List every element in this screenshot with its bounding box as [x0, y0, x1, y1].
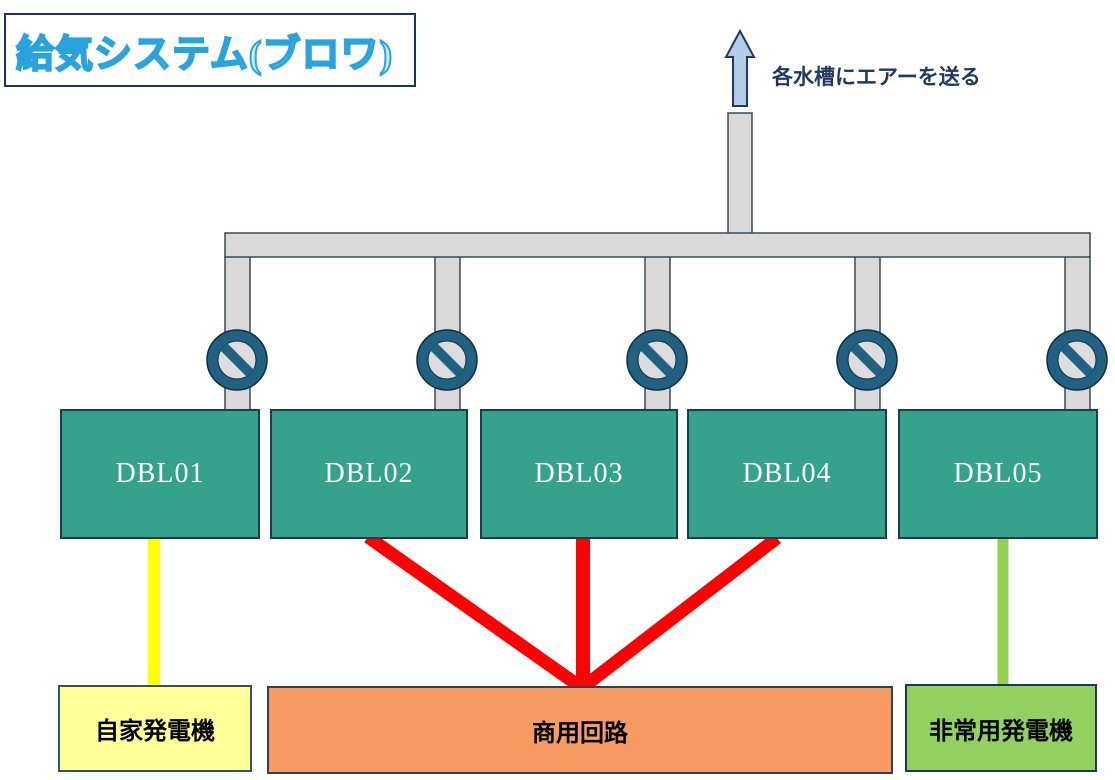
private-generator-box: 自家発電機	[58, 685, 252, 772]
private-generator-label: 自家発電機	[95, 718, 215, 745]
valve-closed-icon-3	[626, 329, 688, 391]
blower-box-dbl02: DBL02	[270, 409, 468, 539]
emergency-generator-box: 非常用発電機	[905, 684, 1097, 772]
power-line-dbl04-commercial	[578, 532, 781, 694]
valve-closed-icon-4	[836, 329, 898, 391]
blower-box-dbl04: DBL04	[687, 409, 887, 539]
feeder-pipe	[727, 112, 753, 236]
blower-box-dbl05: DBL05	[898, 409, 1098, 539]
diagram-title-box: 給気システム(ブロワ)	[4, 13, 416, 87]
manifold-pipe	[224, 232, 1091, 258]
air-flow-note: 各水槽にエアーを送る	[772, 65, 981, 89]
blower-box-dbl01: DBL01	[60, 409, 260, 539]
valve-closed-icon-1	[206, 329, 268, 391]
blower-label: DBL01	[115, 458, 205, 489]
valve-closed-icon-5	[1046, 329, 1108, 391]
power-line-dbl02-commercial	[364, 531, 586, 694]
blower-label: DBL04	[742, 458, 832, 489]
blower-label: DBL02	[324, 458, 414, 489]
emergency-generator-label: 非常用発電機	[929, 717, 1073, 745]
blower-box-dbl03: DBL03	[480, 409, 678, 539]
blower-label: DBL05	[953, 458, 1043, 489]
up-arrow-icon	[724, 28, 756, 107]
diagram-title: 給気システム(ブロワ)	[15, 33, 394, 77]
valve-closed-icon-2	[416, 329, 478, 391]
commercial-circuit-box: 商用回路	[267, 686, 893, 774]
commercial-circuit-label: 商用回路	[532, 719, 628, 747]
blower-label: DBL03	[534, 458, 624, 489]
